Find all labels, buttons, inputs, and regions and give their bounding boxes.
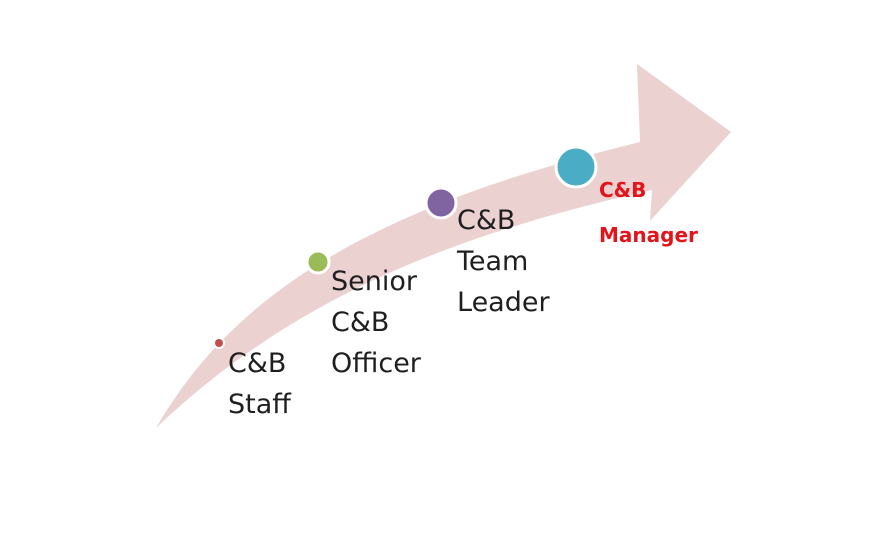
stage-label-line: Staff	[228, 389, 291, 420]
stage-label-cb-manager: C&B Manager	[599, 168, 698, 258]
stage-dot-cb-manager	[554, 145, 598, 189]
stage-label-line: C&B	[331, 307, 390, 338]
progression-arrow	[156, 64, 731, 428]
stage-label-cb-team-leader: C&B Team Leader	[457, 200, 550, 323]
stage-label-line: Officer	[331, 348, 421, 379]
stage-label-line: Senior	[331, 266, 417, 297]
stage-label-line: C&B	[599, 178, 647, 202]
stage-dot-cb-staff	[213, 337, 225, 349]
stage-dot-cb-team-leader	[424, 186, 458, 220]
stage-dot-senior-cb-officer	[305, 249, 331, 275]
stage-label-line: C&B	[228, 348, 287, 379]
stage-label-line: Manager	[599, 223, 698, 247]
stage-label-line: C&B	[457, 205, 516, 236]
stage-label-cb-staff: C&B Staff	[228, 343, 291, 425]
stage-label-line: Team	[457, 246, 529, 277]
stage-label-senior-cb-officer: Senior C&B Officer	[331, 261, 421, 384]
stage-label-line: Leader	[457, 287, 550, 318]
